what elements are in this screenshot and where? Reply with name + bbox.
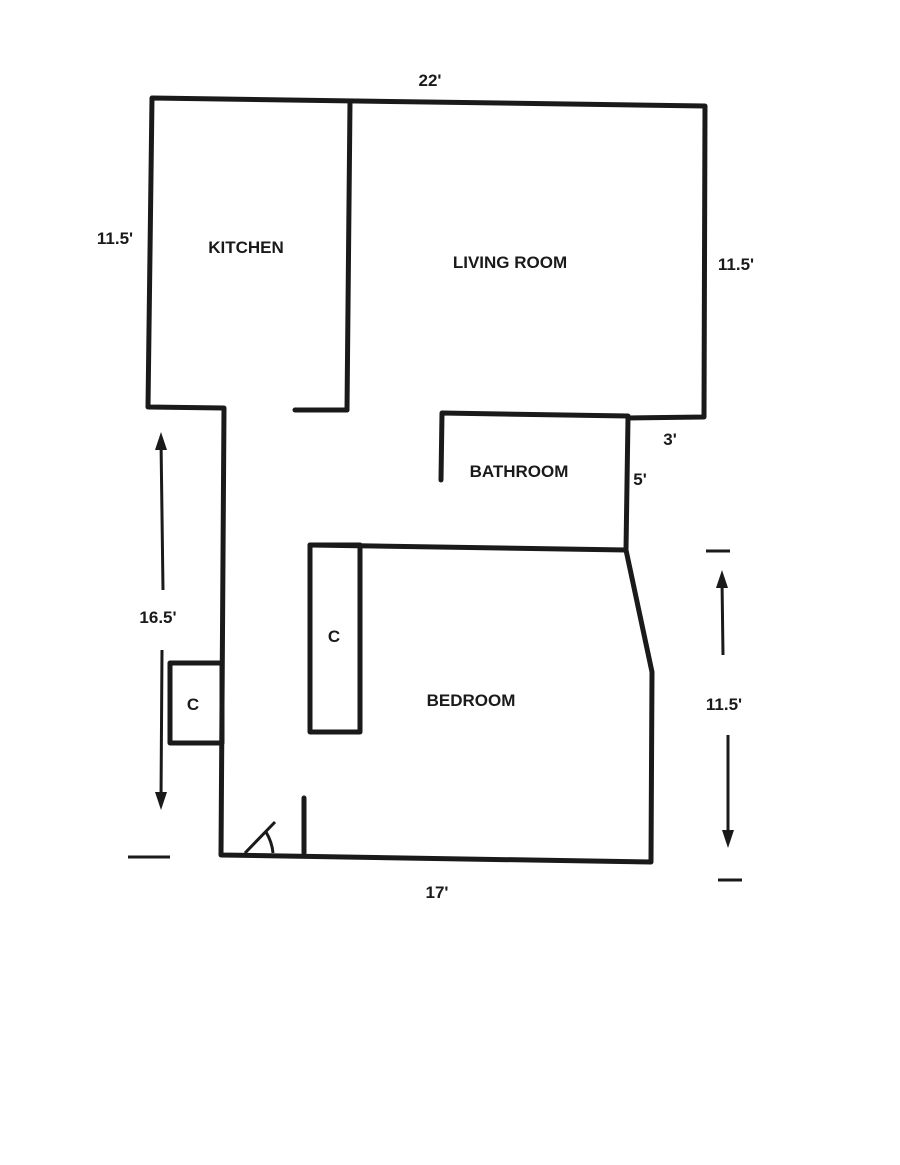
- hall-length-label: 16.5': [139, 608, 176, 627]
- entry-door: [243, 820, 277, 855]
- bedroom-wall: [307, 542, 629, 553]
- bedroom-dimension-arrow: [706, 549, 742, 882]
- outer-wall: [145, 95, 708, 865]
- bedroom-height-label: 11.5': [706, 695, 742, 714]
- kitchen-label: KITCHEN: [208, 238, 284, 257]
- hall-closet-label: C: [187, 695, 199, 714]
- living-height-label: 11.5': [718, 255, 754, 274]
- bath-width-label: 3': [663, 430, 677, 449]
- bedroom-closet-label: C: [328, 627, 340, 646]
- kitchen-wall: [344, 99, 353, 413]
- living-room-label: LIVING ROOM: [453, 253, 567, 272]
- bottom-width-label: 17': [426, 883, 449, 902]
- door-swing-arc: [264, 831, 275, 854]
- bathroom-label: BATHROOM: [470, 462, 569, 481]
- hall-dimension-arrow: [128, 432, 170, 859]
- top-width-label: 22': [419, 71, 442, 90]
- bathroom-wall: [438, 410, 631, 483]
- bath-height-label: 5': [633, 470, 647, 489]
- hall-closet: [167, 660, 225, 746]
- bedroom-label: BEDROOM: [427, 691, 516, 710]
- kitchen-height-label: 11.5': [97, 229, 133, 248]
- bedroom-closet: [307, 542, 363, 735]
